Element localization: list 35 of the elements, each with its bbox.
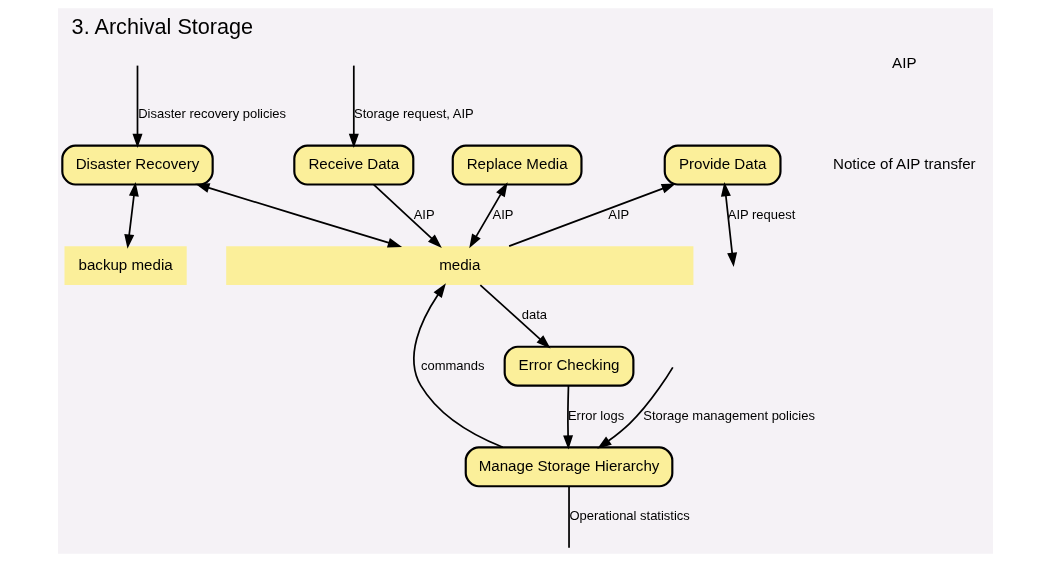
arrow bbox=[479, 284, 551, 349]
edge-label: AIP bbox=[492, 206, 514, 222]
edge-label: AIP bbox=[608, 206, 630, 222]
edge-label: Storage request, AIP bbox=[353, 106, 474, 122]
edge-label: Storage management policies bbox=[643, 407, 815, 423]
diagram-title: 3. Archival Storage bbox=[71, 14, 254, 40]
node-box: Disaster Recovery bbox=[61, 144, 214, 186]
node-box: Replace Media bbox=[451, 144, 583, 186]
arrow bbox=[372, 183, 442, 248]
node-box: Provide Data bbox=[663, 144, 782, 186]
arrow bbox=[469, 182, 508, 249]
edge-label: AIP request bbox=[727, 206, 796, 222]
arrow bbox=[195, 183, 403, 248]
edge-label: data bbox=[521, 307, 548, 323]
node-box: backup media bbox=[64, 246, 187, 286]
edge-label: Disaster recovery policies bbox=[138, 106, 286, 122]
edge-label: Operational statistics bbox=[569, 508, 690, 524]
arrow bbox=[348, 64, 359, 149]
label: AIP bbox=[892, 54, 917, 72]
arrow bbox=[132, 64, 143, 149]
arrow bbox=[124, 182, 139, 249]
edge-label: commands bbox=[421, 357, 485, 373]
arrow bbox=[720, 182, 738, 267]
node-box: Error Checking bbox=[503, 345, 635, 387]
node-box: Manage Storage Hierarchy bbox=[464, 446, 674, 488]
arrow bbox=[413, 283, 504, 449]
arrow bbox=[563, 384, 574, 450]
arrow bbox=[508, 183, 676, 247]
edge-label: AIP bbox=[413, 206, 435, 222]
connector bbox=[568, 485, 570, 549]
node-box: Receive Data bbox=[293, 144, 415, 186]
label: Notice of AIP transfer bbox=[832, 155, 976, 173]
edge-label: Error logs bbox=[567, 407, 625, 423]
node-box: media bbox=[226, 246, 694, 286]
arrow bbox=[597, 366, 674, 449]
